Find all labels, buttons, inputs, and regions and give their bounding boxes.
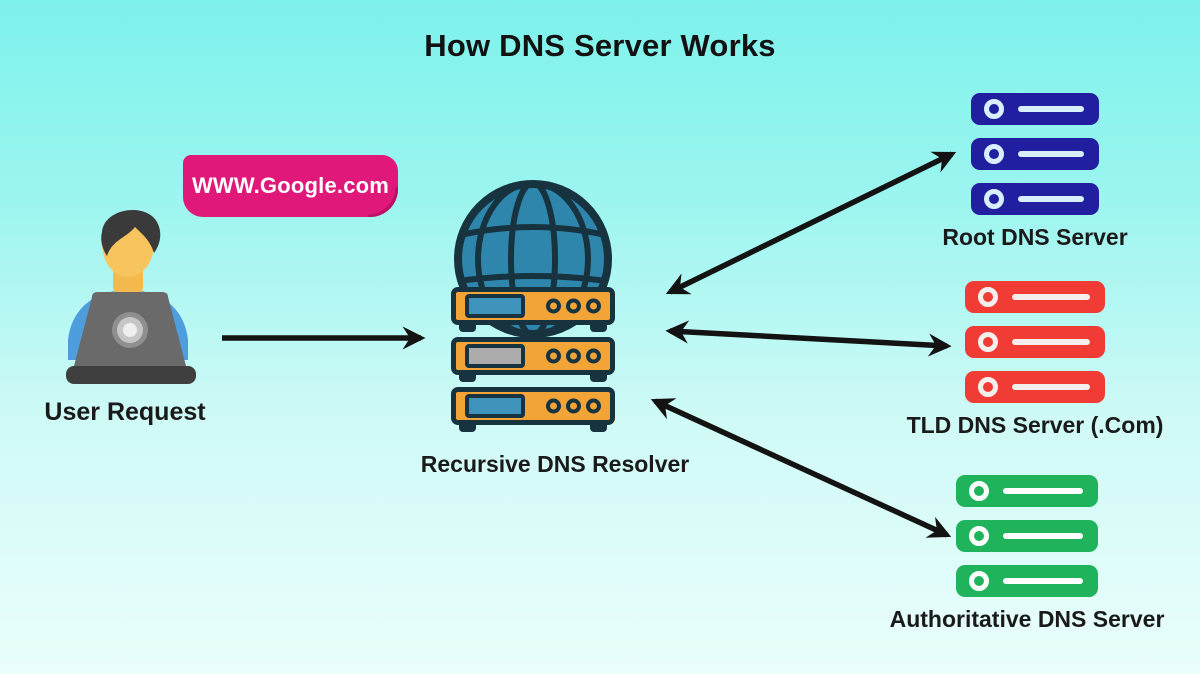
- knob-icon: [566, 348, 581, 364]
- rack-screen-icon: [465, 294, 525, 318]
- knob-icon: [586, 348, 601, 364]
- drive-slot-icon: [1012, 339, 1090, 345]
- drive-slot-icon: [1003, 488, 1083, 494]
- drive-slot-icon: [1018, 106, 1084, 112]
- tld-server-unit: [965, 371, 1105, 403]
- power-led-icon: [984, 144, 1004, 164]
- authoritative-server-unit: [956, 520, 1098, 552]
- root-dns-server-label: Root DNS Server: [942, 224, 1128, 250]
- root-server-unit: [971, 93, 1099, 125]
- power-led-icon: [969, 571, 989, 591]
- root-server-unit: [971, 138, 1099, 170]
- rack-knobs-icon: [546, 298, 601, 314]
- power-led-icon: [978, 377, 998, 397]
- drive-slot-icon: [1012, 294, 1090, 300]
- power-led-icon: [984, 189, 1004, 209]
- power-led-icon: [969, 481, 989, 501]
- power-led-icon: [978, 287, 998, 307]
- power-led-icon: [969, 526, 989, 546]
- user-laptop-icon: [50, 200, 200, 390]
- url-request-bubble: WWW.Google.com: [183, 155, 398, 217]
- power-led-icon: [978, 332, 998, 352]
- tld-server-unit: [965, 281, 1105, 313]
- recursive-resolver-icon: [449, 176, 617, 436]
- drive-slot-icon: [1003, 578, 1083, 584]
- authoritative-server-units: [862, 475, 1192, 597]
- drive-slot-icon: [1018, 151, 1084, 157]
- resolver-label: Recursive DNS Resolver: [420, 451, 690, 477]
- rack-screen-icon: [465, 344, 525, 368]
- root-server-unit: [971, 183, 1099, 215]
- root-server-units: [905, 93, 1165, 215]
- knob-icon: [586, 398, 601, 414]
- authoritative-dns-server-label: Authoritative DNS Server: [889, 606, 1165, 632]
- authoritative-server-unit: [956, 565, 1098, 597]
- rack-knobs-icon: [546, 398, 601, 414]
- resolver-server-stack: [449, 287, 617, 432]
- page-title: How DNS Server Works: [424, 28, 776, 63]
- tld-server-unit: [965, 326, 1105, 358]
- tld-server-units: [890, 281, 1180, 403]
- root-dns-server-stack: Root DNS Server: [905, 93, 1165, 251]
- drive-slot-icon: [1012, 384, 1090, 390]
- url-text: WWW.Google.com: [191, 173, 390, 198]
- authoritative-dns-server-stack: Authoritative DNS Server: [862, 475, 1192, 633]
- resolver-rack-unit: [451, 337, 615, 382]
- knob-icon: [586, 298, 601, 314]
- knob-icon: [546, 298, 561, 314]
- user-request-label: User Request: [44, 398, 206, 426]
- person-at-laptop-icon: [66, 209, 196, 384]
- knob-icon: [566, 298, 581, 314]
- knob-icon: [546, 348, 561, 364]
- resolver-rack-unit: [451, 287, 615, 332]
- authoritative-server-unit: [956, 475, 1098, 507]
- tld-dns-server-stack: TLD DNS Server (.Com): [890, 281, 1180, 439]
- rack-screen-icon: [465, 394, 525, 418]
- knob-icon: [546, 398, 561, 414]
- resolver-rack-unit: [451, 387, 615, 432]
- knob-icon: [566, 398, 581, 414]
- rack-knobs-icon: [546, 348, 601, 364]
- drive-slot-icon: [1018, 196, 1084, 202]
- tld-dns-server-label: TLD DNS Server (.Com): [906, 412, 1164, 438]
- power-led-icon: [984, 99, 1004, 119]
- drive-slot-icon: [1003, 533, 1083, 539]
